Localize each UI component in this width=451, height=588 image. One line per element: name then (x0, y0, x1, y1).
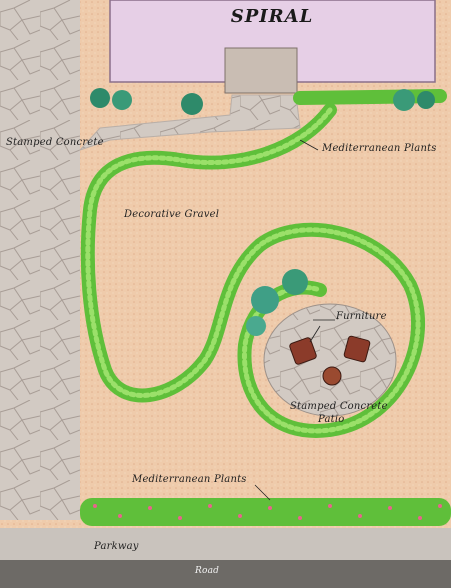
shrub (282, 269, 308, 295)
shrub (417, 91, 435, 109)
label-patio-line2: Patio (318, 414, 345, 425)
label-road: Road (195, 566, 220, 576)
shrub (90, 88, 110, 108)
chair-right (343, 335, 371, 363)
plant-band-top (293, 89, 447, 105)
parkway (0, 528, 451, 560)
shrub (251, 286, 279, 314)
label-stamped-concrete: Stamped Concrete (6, 137, 104, 148)
house-entry (224, 47, 298, 94)
shrub (246, 316, 266, 336)
plan-title: SPIRAL (230, 6, 314, 27)
shrub (393, 89, 415, 111)
chair-left (289, 337, 317, 365)
plant-band-highlight (85, 107, 421, 434)
road (0, 560, 451, 588)
stamped-concrete-strip (0, 0, 80, 520)
label-mediterranean-top: Mediterranean Plants (322, 143, 437, 154)
flower-dots (93, 504, 442, 520)
plant-band-bottom (80, 498, 451, 526)
shrub (181, 93, 203, 115)
label-mediterranean-bottom: Mediterranean Plants (132, 474, 247, 485)
label-decorative-gravel: Decorative Gravel (124, 209, 220, 220)
side-table (322, 366, 342, 386)
label-parkway: Parkway (94, 541, 139, 552)
stamped-concrete-patio (263, 303, 397, 417)
label-furniture: Furniture (336, 311, 387, 322)
shrub (112, 90, 132, 110)
label-patio-line1: Stamped Concrete (290, 401, 388, 412)
